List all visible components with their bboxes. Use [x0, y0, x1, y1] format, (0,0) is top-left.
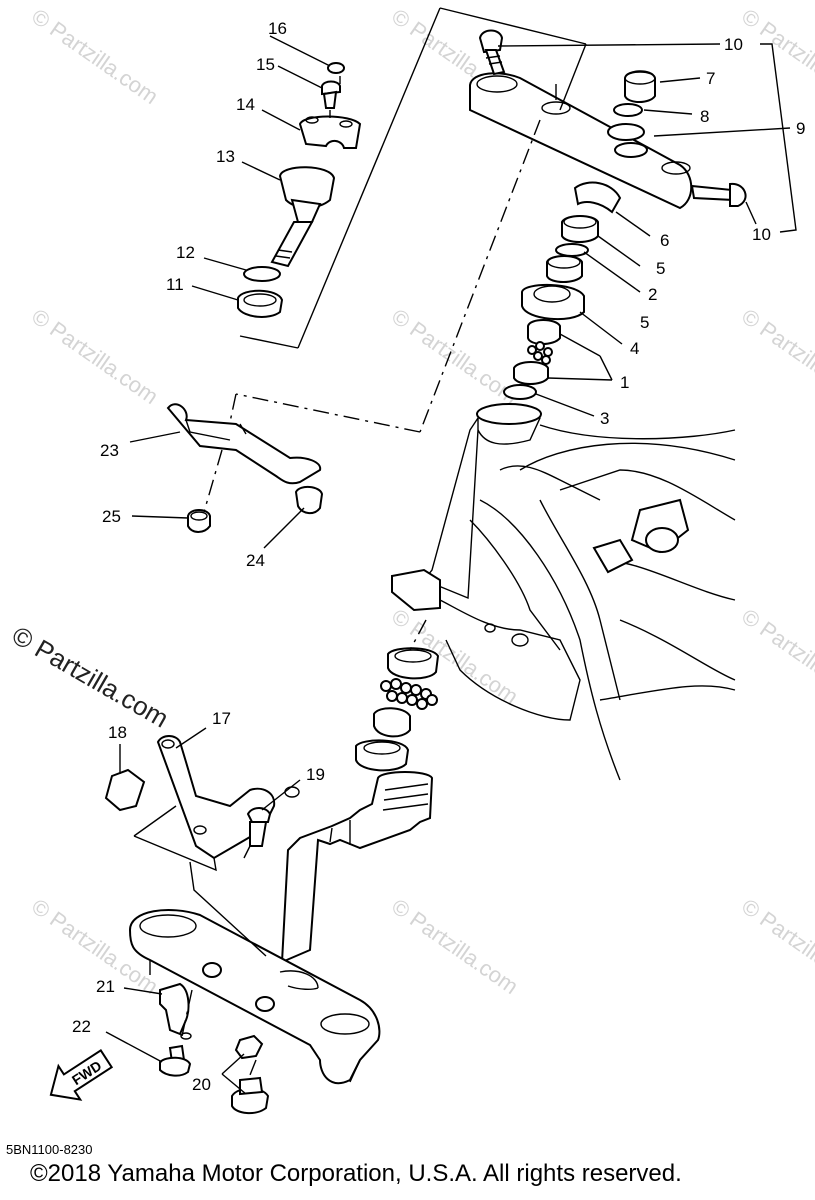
leader-lines	[105, 35, 791, 1095]
watermark-grid: © Partzilla.com © Partzilla.com © Partzi…	[27, 4, 815, 1000]
nut-7	[624, 70, 656, 103]
upper-bracket	[469, 72, 693, 210]
lower-bearing-stack	[355, 647, 440, 772]
watermark: © Partzilla.com	[737, 4, 815, 110]
callout-10-top: 10	[724, 35, 743, 54]
washer-8	[613, 103, 643, 117]
callout-7: 7	[706, 69, 715, 88]
callout-23: 23	[100, 441, 119, 460]
callout-14: 14	[236, 95, 255, 114]
watermark: © Partzilla.com	[387, 894, 523, 1000]
callout-11: 11	[166, 275, 184, 294]
watermark: © Partzilla.com	[27, 304, 163, 410]
center-lines	[181, 76, 557, 1081]
callout-22: 22	[72, 1017, 91, 1036]
callout-17: 17	[212, 709, 231, 728]
ring-nut-2	[546, 255, 583, 283]
lock-washer-6	[573, 181, 622, 214]
cap-20	[231, 1076, 270, 1114]
callout-15: 15	[256, 55, 275, 74]
damper-18	[104, 768, 146, 812]
watermark: © Partzilla.com	[737, 894, 815, 1000]
watermark: © Partzilla.com	[27, 4, 163, 110]
watermark: © Partzilla.com	[737, 604, 815, 710]
steering-stem	[280, 771, 434, 964]
cap-16	[327, 62, 345, 74]
watermark: © Partzilla.com	[737, 304, 815, 410]
callout-19: 19	[306, 765, 325, 784]
callout-6: 6	[660, 231, 669, 250]
bolt-10-top	[478, 29, 506, 76]
callout-4: 4	[630, 339, 639, 358]
callout-18: 18	[108, 723, 127, 742]
callout-13: 13	[216, 147, 235, 166]
ring-nut-5-upper	[561, 215, 599, 243]
washer-5	[555, 243, 589, 257]
nut-25	[187, 509, 211, 533]
callout-10-right: 10	[752, 225, 771, 244]
callout-20: 20	[192, 1075, 211, 1094]
watermark: © Partzilla.com	[387, 304, 523, 410]
callout-8: 8	[700, 107, 709, 126]
assembly-lines	[133, 7, 797, 957]
callout-2: 2	[648, 285, 657, 304]
callout-9: 9	[796, 119, 805, 138]
stay-21	[159, 982, 190, 1036]
callout-5-upper: 5	[656, 259, 665, 278]
callout-numbers: 1 2 3 4 5 5 6 7 8 9 10 10 11 12 13 14 15…	[72, 19, 805, 1094]
holder-upper-14	[298, 115, 362, 149]
callout-25: 25	[102, 507, 121, 526]
callout-21: 21	[96, 977, 115, 996]
callout-1: 1	[620, 373, 629, 392]
callout-3: 3	[600, 409, 609, 428]
holder-lower-13	[270, 166, 336, 268]
fwd-arrow: FWD	[49, 1049, 114, 1101]
bolt-19	[246, 807, 272, 847]
bolt-22	[159, 1044, 192, 1077]
bracket-17	[156, 735, 276, 860]
diagram-code: 5BN1100-8230	[6, 1142, 93, 1157]
callout-12: 12	[176, 243, 195, 262]
lower-bracket	[128, 909, 381, 1085]
bolt-10-right	[690, 182, 747, 207]
cover-4	[521, 283, 585, 321]
hose-guide-23	[166, 403, 322, 485]
damper-11	[237, 289, 284, 318]
callout-24: 24	[246, 551, 265, 570]
washer-12	[243, 266, 281, 282]
callout-5-lower: 5	[640, 313, 649, 332]
bearing-1-upper	[513, 319, 561, 385]
copyright-notice: ©2018 Yamaha Motor Corporation, U.S.A. A…	[30, 1160, 682, 1187]
frame	[391, 403, 736, 781]
seal-3	[503, 384, 537, 400]
clamp-24	[294, 486, 324, 514]
nut-20	[234, 1034, 264, 1060]
screw-15	[321, 80, 341, 109]
callout-16: 16	[268, 19, 287, 38]
